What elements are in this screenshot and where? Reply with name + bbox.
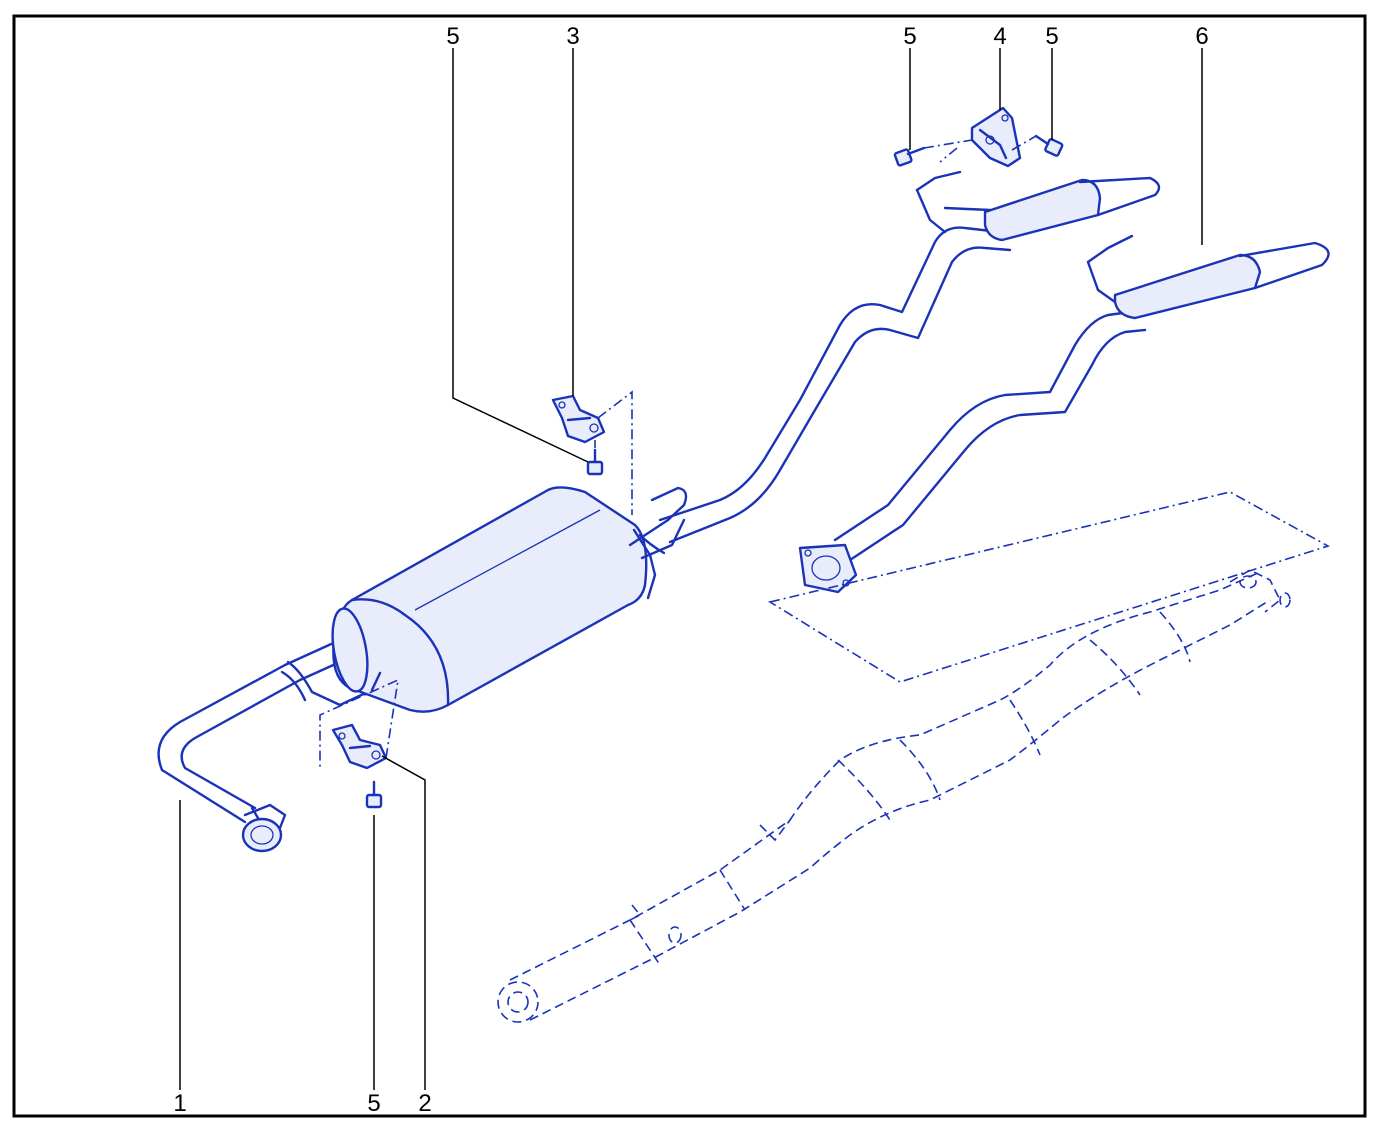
part-rear-tail-muffler	[1086, 234, 1330, 320]
callout-6: 6	[1195, 23, 1208, 50]
callout-4: 4	[993, 23, 1006, 50]
callout-5-top-mid: 5	[903, 23, 916, 50]
part-bolt-5d	[365, 780, 383, 809]
part-bolt-5b	[893, 146, 926, 167]
callouts: 5 3 5 4 5 6 1 5 2	[173, 23, 1208, 1117]
callout-5-top-right: 5	[1045, 23, 1058, 50]
callout-1: 1	[173, 1090, 186, 1117]
callout-2: 2	[418, 1090, 431, 1117]
part-bolt-5a	[586, 448, 604, 476]
part-hanger-3	[551, 394, 606, 444]
part-front-pipe	[157, 638, 374, 824]
part-pipe-flange	[798, 543, 858, 594]
assembly-guides	[319, 135, 1331, 770]
part-lower-pipe	[833, 310, 1147, 562]
part-hanger-2	[331, 723, 388, 770]
callout-3: 3	[566, 23, 579, 50]
diagram-frame	[12, 14, 1367, 1118]
part-upper-pipe	[658, 226, 1012, 544]
part-hanger-4	[970, 106, 1022, 168]
part-muffler-hanger-rods	[370, 486, 688, 692]
part-bolt-5c	[1034, 134, 1064, 157]
leader-lines	[179, 48, 1203, 1090]
callout-5-top-left: 5	[446, 23, 459, 50]
ghost-front-exhaust	[497, 569, 1291, 1023]
part-upper-tail-muffler	[915, 170, 1161, 242]
callout-5-bottom: 5	[367, 1090, 380, 1117]
part-pipe-clamp	[241, 803, 287, 853]
